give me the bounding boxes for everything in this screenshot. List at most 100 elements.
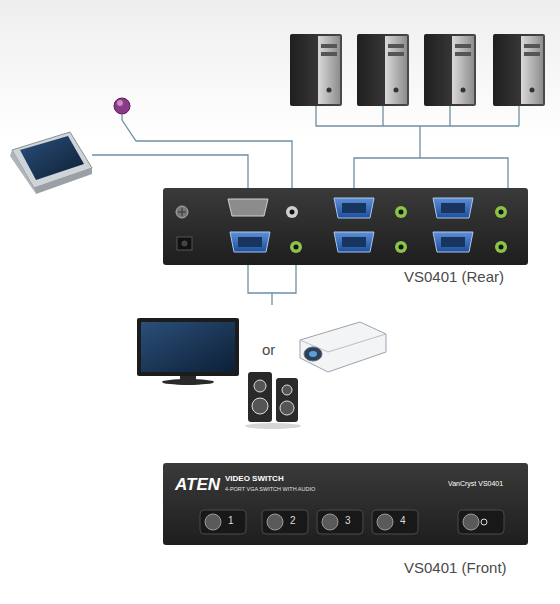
- cable: [518, 106, 519, 126]
- push-button: [322, 514, 338, 530]
- speakers: [248, 372, 272, 422]
- vga-port: [441, 237, 465, 247]
- push-button: [317, 510, 363, 534]
- computer-tower: [424, 34, 476, 106]
- vga-port: [230, 232, 270, 252]
- push-button: [463, 514, 479, 530]
- brand-logo: ATEN: [175, 475, 220, 495]
- audio-jack: [395, 206, 407, 218]
- push-button: [377, 514, 393, 530]
- computer-tower: [388, 44, 404, 48]
- vga-port: [334, 198, 374, 218]
- computer-tower: [290, 34, 342, 106]
- panel-caption: VS0401 (Rear): [404, 268, 504, 285]
- vga-port: [334, 232, 374, 252]
- vga-port: [230, 232, 270, 252]
- cable: [354, 158, 508, 190]
- touch-panel: [12, 132, 92, 188]
- audio-jack: [286, 206, 298, 218]
- push-button: [372, 510, 418, 534]
- audio-jack: [499, 210, 504, 215]
- rear-panel: [176, 206, 188, 218]
- vga-port: [342, 203, 366, 213]
- vga-port: [433, 198, 473, 218]
- computer-tower: [424, 34, 476, 106]
- push-button: [372, 510, 418, 534]
- speakers: [254, 380, 266, 392]
- product-name: VIDEO SWITCH: [225, 474, 284, 483]
- speakers: [280, 401, 294, 415]
- computer-tower: [321, 44, 337, 48]
- ir-receiver: [121, 114, 122, 120]
- vga-port: [342, 237, 366, 247]
- audio-jack: [290, 210, 295, 215]
- ir-receiver: [117, 100, 123, 106]
- audio-jack: [495, 206, 507, 218]
- touch-panel: [10, 132, 92, 194]
- computer-tower: [530, 88, 535, 93]
- computer-tower: [290, 34, 545, 106]
- cable: [316, 106, 519, 126]
- vga-port: [433, 232, 473, 252]
- computer-tower: [521, 36, 543, 104]
- computer-tower: [461, 88, 466, 93]
- audio-jack: [294, 245, 299, 250]
- audio-jack: [395, 241, 407, 253]
- push-button: [200, 510, 246, 534]
- computer-tower: [357, 34, 409, 106]
- computer-tower: [388, 52, 404, 56]
- speakers: [245, 372, 301, 429]
- audio-jack: [399, 245, 404, 250]
- rear-panel: [163, 188, 528, 265]
- or-label: or: [262, 341, 275, 358]
- push-button: [458, 510, 504, 534]
- touch-panel: [20, 136, 84, 180]
- speakers: [282, 385, 292, 395]
- tv-monitor: [137, 318, 239, 385]
- projector: [309, 351, 317, 357]
- rear-panel: [177, 237, 192, 250]
- computer-tower: [455, 44, 471, 48]
- push-button: [205, 514, 221, 530]
- cable: [248, 262, 296, 293]
- ir-receiver: [114, 98, 130, 114]
- computer-tower: [357, 34, 409, 106]
- audio-jack: [395, 206, 407, 218]
- vga-port: [238, 237, 262, 247]
- computer-tower: [394, 88, 399, 93]
- projector: [304, 347, 322, 361]
- front-panel: [163, 463, 528, 545]
- speakers: [245, 423, 301, 429]
- push-button: [200, 510, 246, 534]
- product-subtitle: 4-PORT VGA SWITCH WITH AUDIO: [225, 486, 315, 492]
- background: [0, 0, 560, 140]
- port-number: 3: [345, 515, 351, 527]
- vga-port: [433, 198, 473, 218]
- push-button: [200, 510, 504, 534]
- vga-port: [334, 232, 374, 252]
- projector: [300, 322, 386, 372]
- model-label: VanCryst VS0401: [448, 480, 503, 488]
- device-panel: VS0401 (Rear): [163, 188, 528, 265]
- tv-monitor: [141, 322, 235, 372]
- audio-jack: [495, 206, 507, 218]
- computer-tower: [493, 34, 545, 106]
- computer-tower: [452, 36, 474, 104]
- audio-jack: [399, 210, 404, 215]
- audio-jack: [286, 206, 298, 218]
- port-number: 2: [290, 515, 296, 527]
- panel-caption: VS0401 (Front): [404, 559, 507, 576]
- audio-jack: [395, 241, 407, 253]
- audio-jack: [290, 241, 302, 253]
- push-button: [481, 519, 487, 525]
- cable: [382, 106, 383, 126]
- push-button: [267, 514, 283, 530]
- port-number: 1: [228, 515, 234, 527]
- computer-tower: [290, 34, 342, 106]
- computer-tower: [524, 44, 540, 48]
- rear-panel: [228, 199, 268, 216]
- rear-panel: [182, 241, 188, 247]
- ir-receiver: [114, 98, 130, 120]
